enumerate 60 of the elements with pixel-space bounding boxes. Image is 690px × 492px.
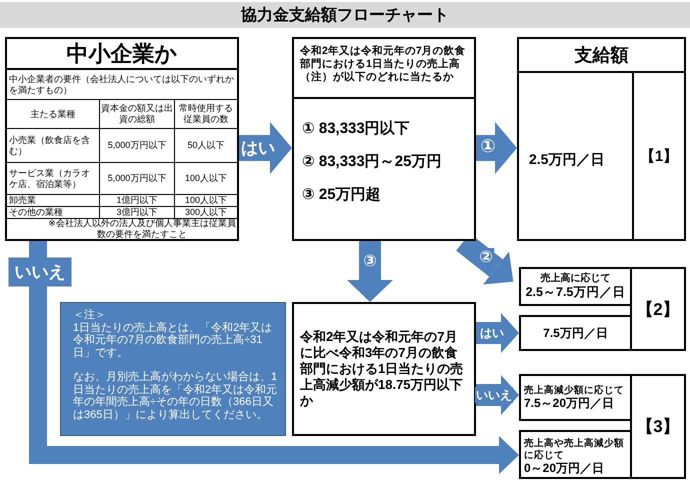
amount-text: 2.5～7.5万円／日 bbox=[524, 285, 626, 300]
block-arrow bbox=[476, 313, 519, 353]
note-text: なお、月別売上高がわからない場合は、1日当たりの売上高を「令和2年又は令和元年の年間売上高÷その年の日数（366日又は365日）」により算出してください。 bbox=[73, 371, 278, 421]
edge-label: いいえ bbox=[8, 258, 72, 286]
amount-text: 0～20万円／日 bbox=[524, 461, 606, 475]
table-cell: サービス業（カラオケ店、宿泊業等） bbox=[7, 163, 99, 195]
block-arrow bbox=[238, 122, 292, 174]
note-box bbox=[60, 302, 286, 436]
amount-text: 売上高に応じて bbox=[540, 273, 612, 286]
note-text: 1日当たりの売上高とは、「令和2年又は令和元年の7月の飲食部門の売上高÷31日」です。 bbox=[73, 322, 274, 359]
table-cell: 5,000万円以下 bbox=[99, 129, 174, 163]
edge-label: ② bbox=[478, 248, 494, 268]
option-text: ② 83,333円～25万円 bbox=[302, 152, 442, 171]
heading: 中小企業か bbox=[7, 39, 237, 70]
amount-text: 2.5万円／日 bbox=[529, 151, 604, 169]
question-text: 令和2年又は令和元年の7月の飲食部門における1日当たりの売上高（注）が以下のどれに当たるか bbox=[294, 39, 474, 99]
block-arrow bbox=[347, 240, 393, 302]
table-cell: その他の業種 bbox=[7, 207, 99, 219]
option-text: ① 83,333円以下 bbox=[302, 119, 410, 138]
table-cell-text: ※会社法人以外の法人及び個人事業主は従業員数の要件を満たすこと bbox=[47, 219, 237, 239]
category-box bbox=[630, 374, 686, 479]
table-cell: 100人以下 bbox=[174, 195, 237, 207]
table-cell: 3億円以下 bbox=[99, 207, 174, 219]
question-box bbox=[292, 37, 476, 241]
question-text: 令和2年又は令和元年の7月に比べ令和3年の7月の飲食部門における1日当たりの売上高減少額が18.75万円以下か bbox=[300, 329, 464, 409]
amount-text: 7.5万円／日 bbox=[542, 326, 609, 340]
table-cell: 中小企業者の要件（会社法人については以下のいずれかを満たすもの） bbox=[7, 70, 237, 100]
table-cell: 300人以下 bbox=[174, 207, 237, 219]
amount-text: 売上高や売上高減少額に応じて bbox=[524, 438, 625, 461]
option-text: ③ 25万円超 bbox=[302, 185, 381, 204]
table-cell: 主たる業種 bbox=[7, 100, 99, 129]
category-box bbox=[630, 267, 686, 351]
block-arrow bbox=[475, 122, 517, 174]
amount-box bbox=[519, 374, 632, 421]
table-cell: 卸売業 bbox=[7, 195, 99, 207]
table-cell: 50人以下 bbox=[174, 129, 237, 163]
amount-box bbox=[519, 267, 632, 306]
amount-box bbox=[519, 430, 632, 479]
block-arrow bbox=[476, 375, 519, 415]
category-label: 【1】 bbox=[632, 73, 684, 239]
edge-label: はい bbox=[479, 325, 505, 341]
amount-box bbox=[519, 315, 632, 351]
note-heading: ＜注＞ bbox=[73, 309, 107, 322]
title-bar: 協力金支給額フローチャート bbox=[0, 2, 690, 28]
table-cell: 資本金の額又は出資の総額 bbox=[99, 100, 174, 129]
question-box bbox=[5, 37, 239, 241]
amount-box bbox=[517, 37, 686, 241]
table-cell: 常時使用する従業員の数 bbox=[174, 100, 237, 129]
decision-box bbox=[292, 302, 476, 436]
table-cell: 5,000万円以下 bbox=[99, 163, 174, 195]
table-cell: 100人以下 bbox=[174, 163, 237, 195]
category-label: 【3】 bbox=[635, 417, 681, 436]
amount-text: 7.5～20万円／日 bbox=[524, 396, 616, 410]
table-cell: 小売業（飲食店を含む） bbox=[7, 129, 99, 163]
edge-label: いいえ bbox=[475, 387, 513, 403]
amount-text: 売上高減少額に応じて bbox=[524, 384, 625, 396]
table-cell: 1億円以下 bbox=[99, 195, 174, 207]
block-arrow bbox=[29, 240, 519, 474]
heading: 支給額 bbox=[519, 39, 684, 73]
category-label: 【2】 bbox=[635, 300, 681, 318]
